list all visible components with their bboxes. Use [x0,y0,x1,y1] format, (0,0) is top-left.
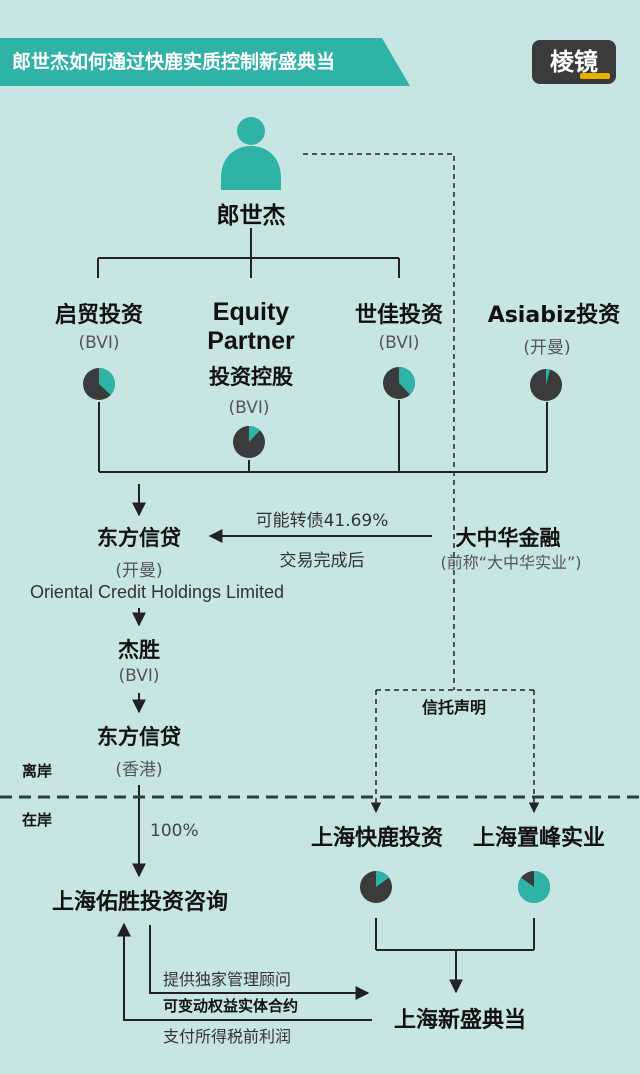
kuailu-name: 上海快鹿投资 [310,826,443,851]
contract-payment-label: 支付所得税前利润 [163,1027,292,1046]
holding-name-equity-1: Equity [212,298,290,326]
share-pie-asiabiz-slice [546,369,550,385]
holding-name-qimao: 启贸投资 [54,303,143,328]
convertible-bottom-label: 交易完成后 [279,551,365,571]
holding-sub-qimao: (BVI) [78,333,120,353]
great-china-name: 大中华金融 [455,526,561,550]
share-pie-qimao-slice [99,368,115,395]
youshe-name: 上海佑胜投资咨询 [51,890,228,915]
share-pie-equity-slice [249,426,260,442]
oriental-hk-name: 东方信贷 [97,725,181,749]
oriental-cayman-sub: (开曼) [115,561,163,581]
arrow-profit-payment [117,922,372,1021]
jiesheng-sub: (BVI) [118,666,160,686]
share-pie-shijia [383,367,416,399]
pie-charts [83,367,562,903]
share-pie-qimao [83,368,115,400]
zhifeng-name: 上海置峰实业 [472,826,605,851]
owner-name: 郎世杰 [216,203,286,229]
share-pie-equity [233,426,265,458]
contract-vie-label: 可变动权益实体合约 [163,997,299,1015]
logo-text: 棱镜 [550,48,598,76]
logo-tag [580,73,610,79]
holding-name-equity-2: Partner [207,327,295,355]
share-pie-zhifeng [518,871,550,903]
brand-logo: 棱镜 [532,40,616,84]
page-title: 郎世杰如何通过快鹿实质控制新盛典当 [12,51,336,73]
great-china-sub: (前称“大中华实业”) [440,553,582,572]
contract-service-label: 提供独家管理顾问 [163,970,292,989]
percent-100-label: 100% [150,821,199,841]
xinsheng-name: 上海新盛典当 [393,1008,526,1033]
oriental-cayman-english: Oriental Credit Holdings Limited [29,582,285,602]
share-pie-shijia-slice [399,367,416,395]
oriental-hk-sub: (香港) [115,760,163,780]
holding-sub-equity: (BVI) [228,398,270,418]
share-pie-zhifeng-slice [518,871,550,903]
share-pie-kuailu [360,871,392,903]
holding-name-equity-3: 投资控股 [209,365,293,389]
person-icon [221,117,281,190]
share-pie-asiabiz [530,369,562,401]
zone-offshore: 离岸 [22,762,53,780]
zone-onshore: 在岸 [22,811,53,829]
convertible-top-label: 可能转债41.69% [255,511,389,531]
jiesheng-name: 杰胜 [118,638,160,662]
holding-sub-asiabiz: (开曼) [523,338,571,358]
holding-name-shijia: 世佳投资 [354,303,443,328]
trust-declaration-label: 信托声明 [421,698,486,717]
oriental-cayman-name: 东方信贷 [97,526,181,550]
arrow-service-contract [149,925,370,1000]
holding-sub-shijia: (BVI) [378,333,420,353]
trust-dashed-line [303,153,455,690]
title-banner: 郎世杰如何通过快鹿实质控制新盛典当 [0,38,410,86]
share-pie-kuailu-slice [376,871,389,887]
holding-name-asiabiz: Asiabiz投资 [487,303,621,328]
